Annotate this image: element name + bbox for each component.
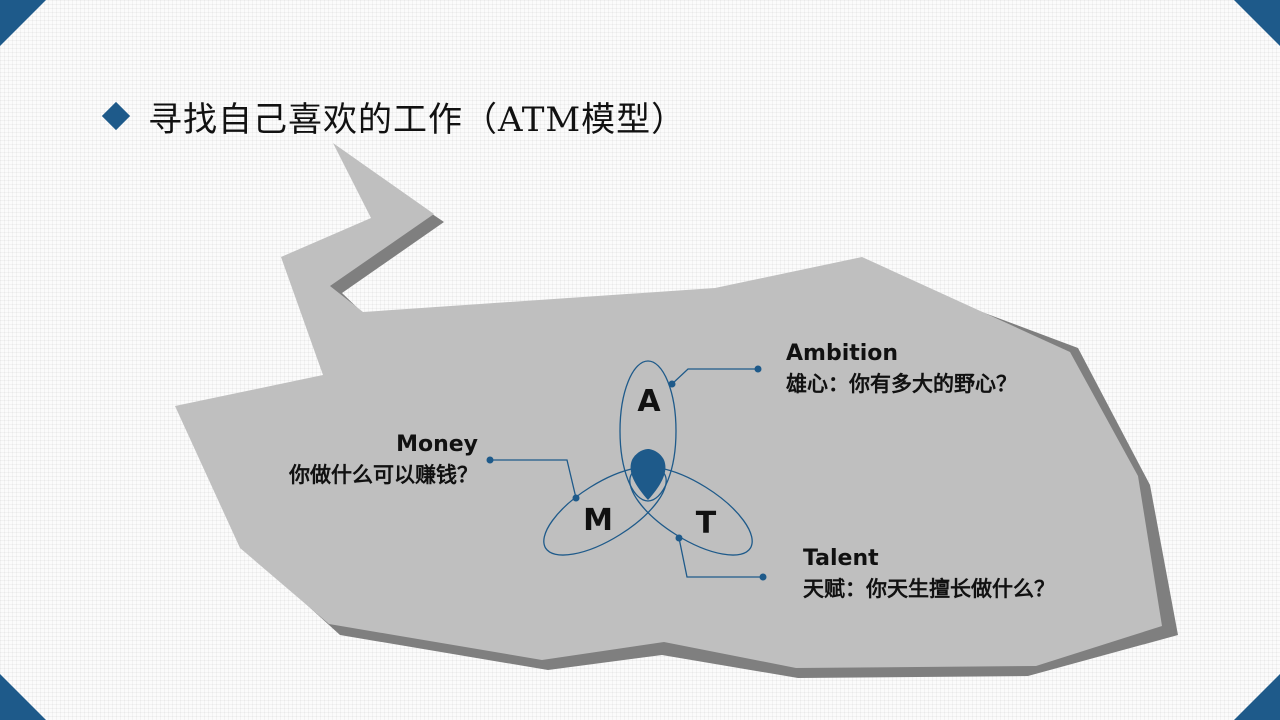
ambition-leader-dot bbox=[754, 365, 762, 373]
talent-leader-line bbox=[678, 537, 763, 578]
money-leader-line bbox=[490, 459, 577, 499]
corner-triangle-icon bbox=[0, 674, 46, 720]
overlap-lobe bbox=[630, 449, 666, 500]
ambition-label: Ambition 雄心：你有多大的野心？ bbox=[786, 339, 1017, 399]
money-label: Money 你做什么可以赚钱？ bbox=[289, 430, 478, 490]
talent-label: Talent 天赋：你天生擅长做什么？ bbox=[803, 544, 1055, 604]
title-row: 寻找自己喜欢的工作（ATM模型） bbox=[100, 92, 686, 140]
ambition-title: Ambition bbox=[786, 341, 899, 366]
money-title: Money bbox=[396, 432, 478, 457]
money-description: 你做什么可以赚钱？ bbox=[289, 463, 478, 487]
ambition-ellipse bbox=[619, 360, 677, 502]
letter-m: M bbox=[583, 503, 613, 538]
talent-leader-dot bbox=[675, 534, 683, 542]
talent-leader-dot bbox=[759, 573, 767, 581]
money-leader-dot bbox=[486, 456, 494, 464]
corner-triangle-icon bbox=[0, 0, 46, 46]
slide-title: 寻找自己喜欢的工作（ATM模型） bbox=[148, 99, 687, 140]
ambition-description: 雄心：你有多大的野心？ bbox=[786, 372, 1017, 396]
money-leader-dot bbox=[572, 494, 580, 502]
letter-t: T bbox=[696, 506, 717, 541]
corner-triangle-icon bbox=[1234, 0, 1280, 46]
letter-a: A bbox=[637, 384, 661, 419]
ambition-leader-dot bbox=[668, 380, 676, 388]
ambition-leader-line bbox=[671, 368, 758, 385]
talent-title: Talent bbox=[803, 546, 879, 571]
corner-triangle-icon bbox=[1234, 674, 1280, 720]
callout-shape bbox=[175, 143, 1162, 668]
talent-description: 天赋：你天生擅长做什么？ bbox=[803, 577, 1055, 601]
